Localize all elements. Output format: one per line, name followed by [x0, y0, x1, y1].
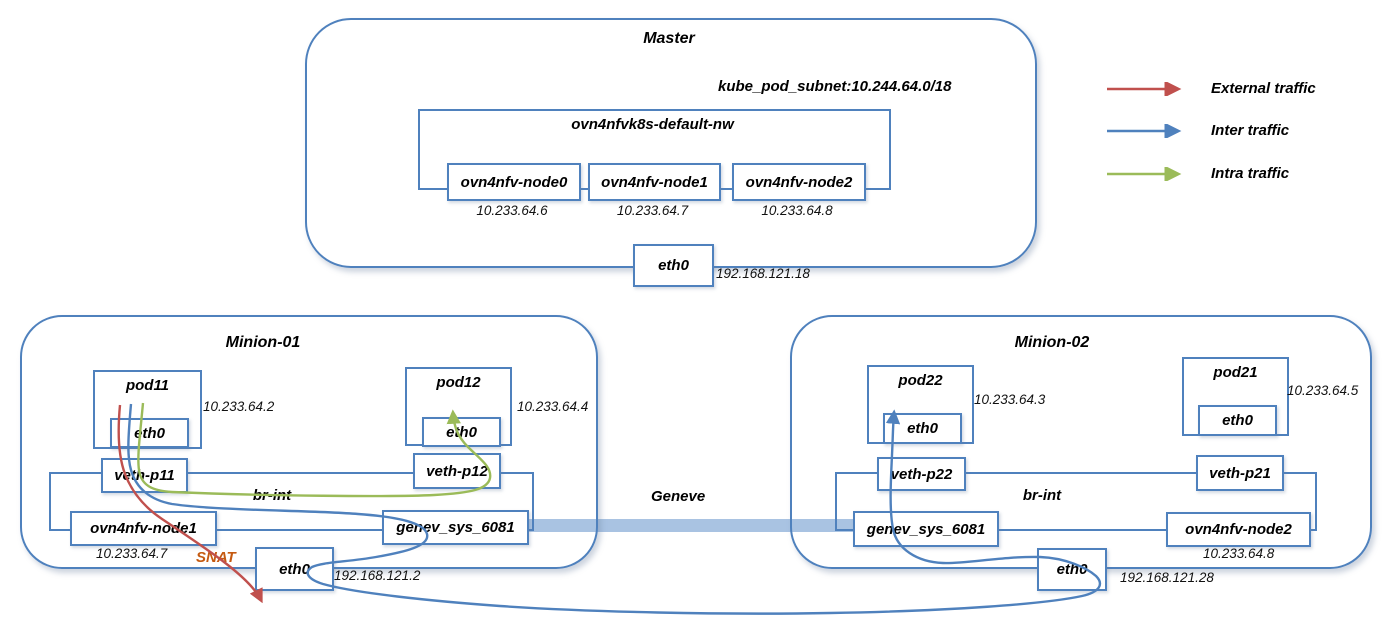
minion1-eth0-box: eth0 [255, 547, 334, 591]
pod12-eth0-label: eth0 [446, 423, 477, 441]
pod21-ip: 10.233.64.5 [1287, 383, 1359, 398]
minion2-geneve-port-box: genev_sys_6081 [853, 511, 999, 547]
minion1-geneve-port-label: genev_sys_6081 [396, 519, 515, 536]
pod11-label: pod11 [125, 377, 170, 394]
master-eth0-box: eth0 [633, 244, 714, 287]
minion2-eth0-box: eth0 [1037, 548, 1107, 591]
geneve-tunnel-label: Geneve [651, 488, 706, 505]
master-node2-label: ovn4nfv-node2 [745, 173, 853, 191]
master-node0-box: ovn4nfv-node0 [447, 163, 581, 201]
master-node1-label: ovn4nfv-node1 [601, 173, 708, 191]
minion1-geneve-port-box: genev_sys_6081 [382, 510, 529, 545]
default-network-title: ovn4nfvk8s-default-nw [571, 116, 734, 133]
minion2-geneve-port-label: genev_sys_6081 [866, 520, 986, 538]
pod21-eth0-label: eth0 [1222, 412, 1253, 429]
master-node0-label: ovn4nfv-node0 [460, 173, 568, 191]
master-node2-ip: 10.233.64.8 [761, 203, 833, 218]
minion2-eth0-ip: 192.168.121.28 [1120, 570, 1214, 585]
master-node0-ip: 10.233.64.6 [476, 203, 548, 218]
veth-p11-label: veth-p11 [114, 467, 175, 484]
veth-p21-label: veth-p21 [1209, 464, 1271, 482]
minion2-ovn-node-port-ip: 10.233.64.8 [1203, 546, 1275, 561]
minion1-eth0-ip: 192.168.121.2 [334, 568, 421, 583]
veth-p12-box: veth-p12 [413, 453, 501, 489]
minion2-ovn-node-port-label: ovn4nfv-node2 [1185, 521, 1292, 538]
veth-p12-label: veth-p12 [426, 462, 488, 480]
minion1-ovn-node-port-ip: 10.233.64.7 [96, 546, 168, 561]
veth-p22-box: veth-p22 [877, 457, 966, 491]
pod22-eth0-label: eth0 [907, 420, 938, 437]
veth-p11-box: veth-p11 [101, 458, 188, 493]
master-eth0-ip: 192.168.121.18 [716, 266, 810, 281]
pod22-ip: 10.233.64.3 [974, 392, 1046, 407]
inter-traffic-legend-arrow [1107, 124, 1182, 138]
legend-external-label: External traffic [1211, 80, 1316, 97]
master-eth0-label: eth0 [658, 257, 689, 274]
pod11-eth0-label: eth0 [134, 424, 165, 442]
intra-traffic-legend-arrow [1107, 167, 1182, 181]
master-node1-ip: 10.233.64.7 [616, 203, 689, 218]
pod22-eth0-box: eth0 [883, 413, 962, 444]
external-traffic-legend-arrow [1107, 82, 1182, 96]
minion1-snat-label: SNAT [196, 549, 236, 566]
pod12-ip: 10.233.64.4 [517, 399, 589, 414]
pod22-label: pod22 [898, 372, 943, 389]
master-title: Master [643, 30, 695, 47]
minion1-title: Minion-01 [225, 334, 301, 351]
minion1-eth0-label: eth0 [279, 560, 310, 578]
veth-p21-box: veth-p21 [1196, 455, 1284, 491]
minion2-title: Minion-02 [1014, 334, 1090, 351]
pod21-label: pod21 [1213, 364, 1258, 381]
legend-inter-label: Inter traffic [1211, 122, 1290, 139]
kube-pod-subnet-label: kube_pod_subnet:10.244.64.0/18 [718, 78, 952, 95]
pod21-eth0-box: eth0 [1198, 405, 1277, 436]
pod12-eth0-box: eth0 [422, 417, 501, 447]
minion2-br-int-label: br-int [1022, 487, 1062, 504]
minion1-ovn-node-port-box: ovn4nfv-node1 [70, 511, 217, 546]
minion1-br-int-label: br-int [252, 487, 292, 504]
master-node1-box: ovn4nfv-node1 [588, 163, 721, 201]
minion2-eth0-label: eth0 [1056, 561, 1088, 578]
veth-p22-label: veth-p22 [890, 465, 953, 483]
pod12-label: pod12 [436, 374, 481, 391]
pod11-eth0-box: eth0 [110, 418, 189, 448]
minion2-ovn-node-port-box: ovn4nfv-node2 [1166, 512, 1311, 547]
minion1-ovn-node-port-label: ovn4nfv-node1 [90, 520, 197, 537]
master-node2-box: ovn4nfv-node2 [732, 163, 866, 201]
legend-intra-label: Intra traffic [1211, 165, 1290, 182]
pod11-ip: 10.233.64.2 [203, 399, 275, 414]
